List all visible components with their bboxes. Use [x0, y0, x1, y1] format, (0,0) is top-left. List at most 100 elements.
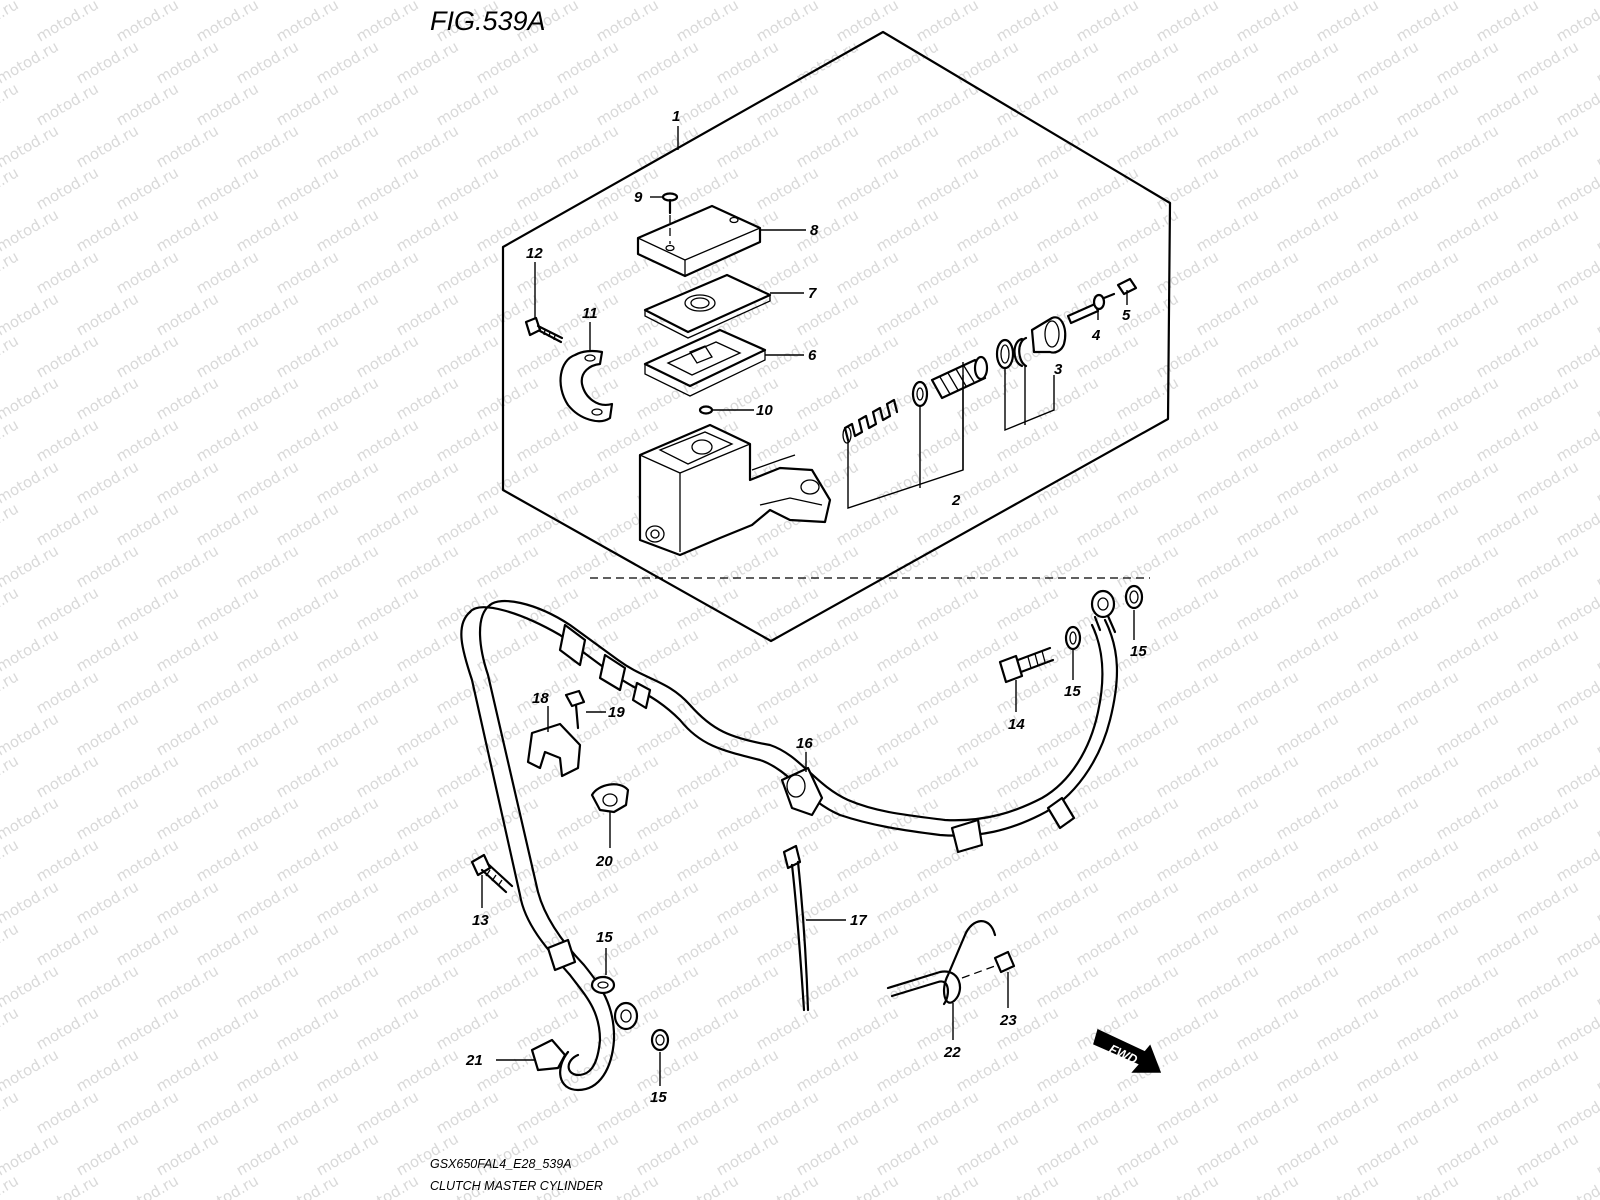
watermark-text: motod.ru	[153, 1129, 222, 1179]
watermark-text: motod.ru	[233, 961, 302, 1011]
callout-4: 4	[1091, 327, 1101, 344]
watermark-text: motod.ru	[153, 541, 222, 591]
watermark-text: motod.ru	[1473, 919, 1542, 969]
watermark-text: motod.ru	[953, 205, 1022, 255]
watermark-text: motod.ru	[1073, 499, 1142, 549]
watermark-text: motod.ru	[993, 1171, 1062, 1200]
watermark-text: motod.ru	[633, 709, 702, 759]
callout-10: 10	[756, 402, 773, 419]
watermark-text: motod.ru	[1593, 541, 1600, 591]
watermark-text: motod.ru	[33, 1003, 102, 1053]
watermark-text: motod.ru	[153, 877, 222, 927]
watermark-text: motod.ru	[753, 1171, 822, 1200]
watermark-text: motod.ru	[1593, 457, 1600, 507]
watermark-text: motod.ru	[113, 163, 182, 213]
watermark-text: motod.ru	[273, 0, 342, 45]
watermark-text: motod.ru	[793, 1129, 862, 1179]
figure-title: FIG.539A	[430, 6, 546, 36]
watermark-text: motod.ru	[433, 499, 502, 549]
watermark-text: motod.ru	[593, 0, 662, 45]
watermark-text: motod.ru	[153, 793, 222, 843]
watermark-text: motod.ru	[1073, 835, 1142, 885]
watermark-text: motod.ru	[1153, 1003, 1222, 1053]
watermark-text: motod.ru	[1593, 205, 1600, 255]
watermark-text: motod.ru	[1233, 331, 1302, 381]
watermark-text: motod.ru	[113, 0, 182, 45]
watermark-text: motod.ru	[0, 793, 62, 843]
watermark-text: motod.ru	[1233, 751, 1302, 801]
watermark-text: motod.ru	[33, 79, 102, 129]
callout-9: 9	[634, 189, 643, 206]
watermark-text: motod.ru	[1353, 877, 1422, 927]
union-bolt	[998, 646, 1055, 684]
watermark-text: motod.ru	[1513, 457, 1582, 507]
watermark-text: motod.ru	[673, 919, 742, 969]
watermark-text: motod.ru	[313, 1129, 382, 1179]
watermark-text: motod.ru	[353, 415, 422, 465]
watermark-text: motod.ru	[1513, 877, 1582, 927]
watermark-text: motod.ru	[313, 709, 382, 759]
watermark-text: motod.ru	[673, 1003, 742, 1053]
watermark-text: motod.ru	[993, 499, 1062, 549]
watermark-text: motod.ru	[1313, 0, 1382, 45]
watermark-text: motod.ru	[953, 289, 1022, 339]
watermark-text: motod.ru	[1473, 415, 1542, 465]
washer-lower-2	[650, 1028, 670, 1052]
watermark-text: motod.ru	[1313, 667, 1382, 717]
watermark-text: motod.ru	[1233, 0, 1302, 45]
watermark-text: motod.ru	[1193, 1045, 1262, 1095]
watermark-text: motod.ru	[1313, 835, 1382, 885]
callout-23: 23	[999, 1012, 1017, 1029]
watermark-text: motod.ru	[1553, 79, 1600, 129]
watermark-text: motod.ru	[1513, 625, 1582, 675]
watermark-text: motod.ru	[1593, 37, 1600, 87]
watermark-text: motod.ru	[953, 1045, 1022, 1095]
watermark-text: motod.ru	[1553, 415, 1600, 465]
watermark-text: motod.ru	[1153, 751, 1222, 801]
watermark-text: motod.ru	[873, 1045, 942, 1095]
watermark-text: motod.ru	[1553, 583, 1600, 633]
watermark-text: motod.ru	[593, 1171, 662, 1200]
watermark-text: motod.ru	[593, 79, 662, 129]
watermark-text: motod.ru	[1353, 457, 1422, 507]
watermark-text: motod.ru	[0, 499, 22, 549]
watermark-text: motod.ru	[33, 0, 102, 45]
watermark-text: motod.ru	[1273, 205, 1342, 255]
watermark-text: motod.ru	[33, 499, 102, 549]
watermark-text: motod.ru	[593, 331, 662, 381]
watermark-text: motod.ru	[1553, 331, 1600, 381]
watermark-text: motod.ru	[753, 919, 822, 969]
leader-lines	[481, 126, 1135, 1086]
watermark-text: motod.ru	[313, 289, 382, 339]
watermark-text: motod.ru	[1233, 163, 1302, 213]
watermark-text: motod.ru	[1153, 163, 1222, 213]
watermark-text: motod.ru	[273, 919, 342, 969]
watermark-text: motod.ru	[1153, 1087, 1222, 1137]
watermark-text: motod.ru	[1553, 1003, 1600, 1053]
watermark-text: motod.ru	[1233, 835, 1302, 885]
watermark-text: motod.ru	[993, 415, 1062, 465]
watermark-text: motod.ru	[633, 1045, 702, 1095]
watermark-text: motod.ru	[193, 0, 262, 45]
watermark-text: motod.ru	[0, 919, 22, 969]
watermark-text: motod.ru	[1433, 1045, 1502, 1095]
watermark-text: motod.ru	[1073, 667, 1142, 717]
watermark-text: motod.ru	[233, 1045, 302, 1095]
watermark-text: motod.ru	[1473, 583, 1542, 633]
watermark-text: motod.ru	[193, 919, 262, 969]
watermark-text: motod.ru	[1033, 961, 1102, 1011]
watermark-text: motod.ru	[953, 877, 1022, 927]
watermark-text: motod.ru	[1353, 289, 1422, 339]
watermark-text: motod.ru	[1233, 79, 1302, 129]
watermark-text: motod.ru	[833, 499, 902, 549]
callout-11: 11	[582, 305, 598, 322]
watermark-text: motod.ru	[673, 163, 742, 213]
watermark-text: motod.ru	[313, 541, 382, 591]
watermark-text: motod.ru	[593, 163, 662, 213]
watermark-text: motod.ru	[793, 625, 862, 675]
watermark-text: motod.ru	[953, 541, 1022, 591]
washer-upper-2	[1124, 584, 1144, 610]
watermark-text: motod.ru	[1353, 1129, 1422, 1179]
watermark-text: motod.ru	[193, 835, 262, 885]
watermark-text: motod.ru	[393, 625, 462, 675]
